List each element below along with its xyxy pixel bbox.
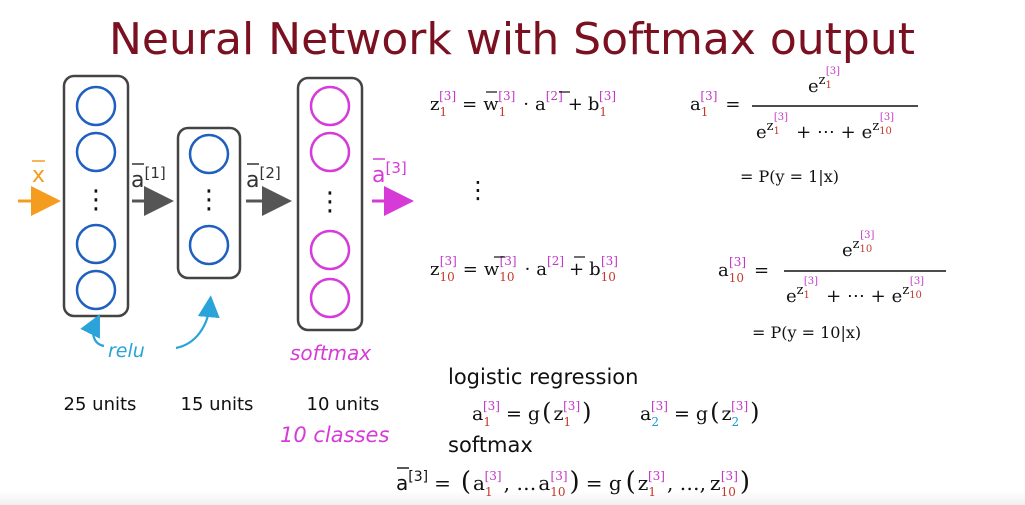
layer1-dots: ⋮ — [83, 185, 109, 215]
classes-label: 10 classes — [280, 423, 389, 447]
softmax-label: softmax — [290, 341, 371, 365]
layer3-unit — [309, 85, 351, 127]
equation-z10: z10[3]=w10[3]·a[2]+b10[3] — [430, 254, 618, 284]
svg-text:ez1[3]+ ⋯ +ez10[3]: ez1[3]+ ⋯ +ez10[3] — [756, 112, 894, 143]
equation-vdots: ⋮ — [466, 176, 490, 204]
bottom-shade — [0, 491, 1025, 505]
arrow-a2: a[2] — [246, 163, 292, 216]
layer1-units: 25 units — [64, 394, 137, 415]
arrow-a1: a[1] — [131, 163, 174, 216]
layer3-unit — [309, 131, 351, 173]
relu-label: relu — [108, 340, 145, 362]
output-label: a[3] — [372, 159, 407, 188]
svg-text:a10[3]=: a10[3]= — [718, 255, 769, 285]
relu-arrow-2 — [175, 295, 220, 350]
layer1: ⋮ — [62, 74, 130, 318]
svg-text:z1[3]=w1[3]·a[2]+b1[3]: z1[3]=w1[3]·a[2]+b1[3] — [430, 89, 616, 119]
equation-z1: z1[3]=w1[3]·a[2]+b1[3] — [430, 89, 616, 119]
layer3: ⋮ — [296, 76, 364, 332]
layer2-unit — [188, 224, 230, 266]
page-title: Neural Network with Softmax output — [109, 14, 915, 65]
arrow1-label: a[1] — [131, 164, 166, 193]
svg-text:ez1[3]+ ⋯ +ez10[3]: ez1[3]+ ⋯ +ez10[3] — [786, 276, 924, 307]
logistic-heading: logistic regression — [448, 365, 638, 389]
prob-a1: = P(y = 1|x) — [740, 167, 839, 186]
layer1-unit — [75, 269, 117, 311]
svg-text:a1[3]=: a1[3]= — [690, 89, 740, 119]
svg-text:a1[3]= g(z1[3]): a1[3]= g(z1[3]) — [472, 398, 592, 429]
layer1-unit — [75, 85, 117, 127]
input-label: x — [32, 163, 45, 188]
layer3-box — [296, 76, 364, 332]
layer2-dots: ⋮ — [196, 185, 222, 215]
svg-text:z10[3]=w10[3]·a[2]+b10[3]: z10[3]=w10[3]·a[2]+b10[3] — [430, 254, 618, 284]
input-x: x — [18, 160, 61, 216]
equation-a1: a1[3]= ez1[3] ez1[3]+ ⋯ +ez10[3] = P(y =… — [690, 66, 918, 186]
softmax-heading: softmax — [448, 433, 533, 457]
equation-a10: a10[3]= ez10[3] ez1[3]+ ⋯ +ez10[3] = P(y… — [718, 230, 946, 342]
layer2: ⋮ — [176, 126, 242, 280]
network-diagram: x ⋮ a[1] ⋮ a[2] — [18, 74, 414, 447]
prob-a10: = P(y = 10|x) — [752, 323, 861, 342]
layer1-unit — [75, 131, 117, 173]
relu-annotation: relu — [80, 295, 220, 362]
layer3-unit — [309, 229, 351, 271]
layer2-units: 15 units — [181, 394, 254, 415]
relu-arrow-1 — [80, 314, 105, 348]
layer1-unit — [75, 223, 117, 265]
arrow2-label: a[2] — [246, 164, 281, 193]
svg-text:a2[3]= g(z2[3]): a2[3]= g(z2[3]) — [640, 398, 760, 429]
layer3-units: 10 units — [307, 394, 380, 415]
output-a3: a[3] — [372, 158, 414, 216]
svg-text:a[3]=(a1[3], …a10[3])= g(z1[3]: a[3]=(a1[3], …a10[3])= g(z1[3], …,z10[3]… — [396, 467, 750, 499]
svg-text:ez10[3]: ez10[3] — [842, 230, 875, 261]
logistic-equations: a1[3]= g(z1[3]) a2[3]= g(z2[3]) — [472, 398, 760, 429]
layer3-dots: ⋮ — [317, 187, 343, 217]
softmax-equation: a[3]=(a1[3], …a10[3])= g(z1[3], …,z10[3]… — [396, 467, 750, 499]
svg-text:ez1[3]: ez1[3] — [808, 66, 840, 97]
layer2-unit — [188, 133, 230, 175]
layer2-box — [176, 126, 242, 280]
layer3-unit — [309, 277, 351, 319]
